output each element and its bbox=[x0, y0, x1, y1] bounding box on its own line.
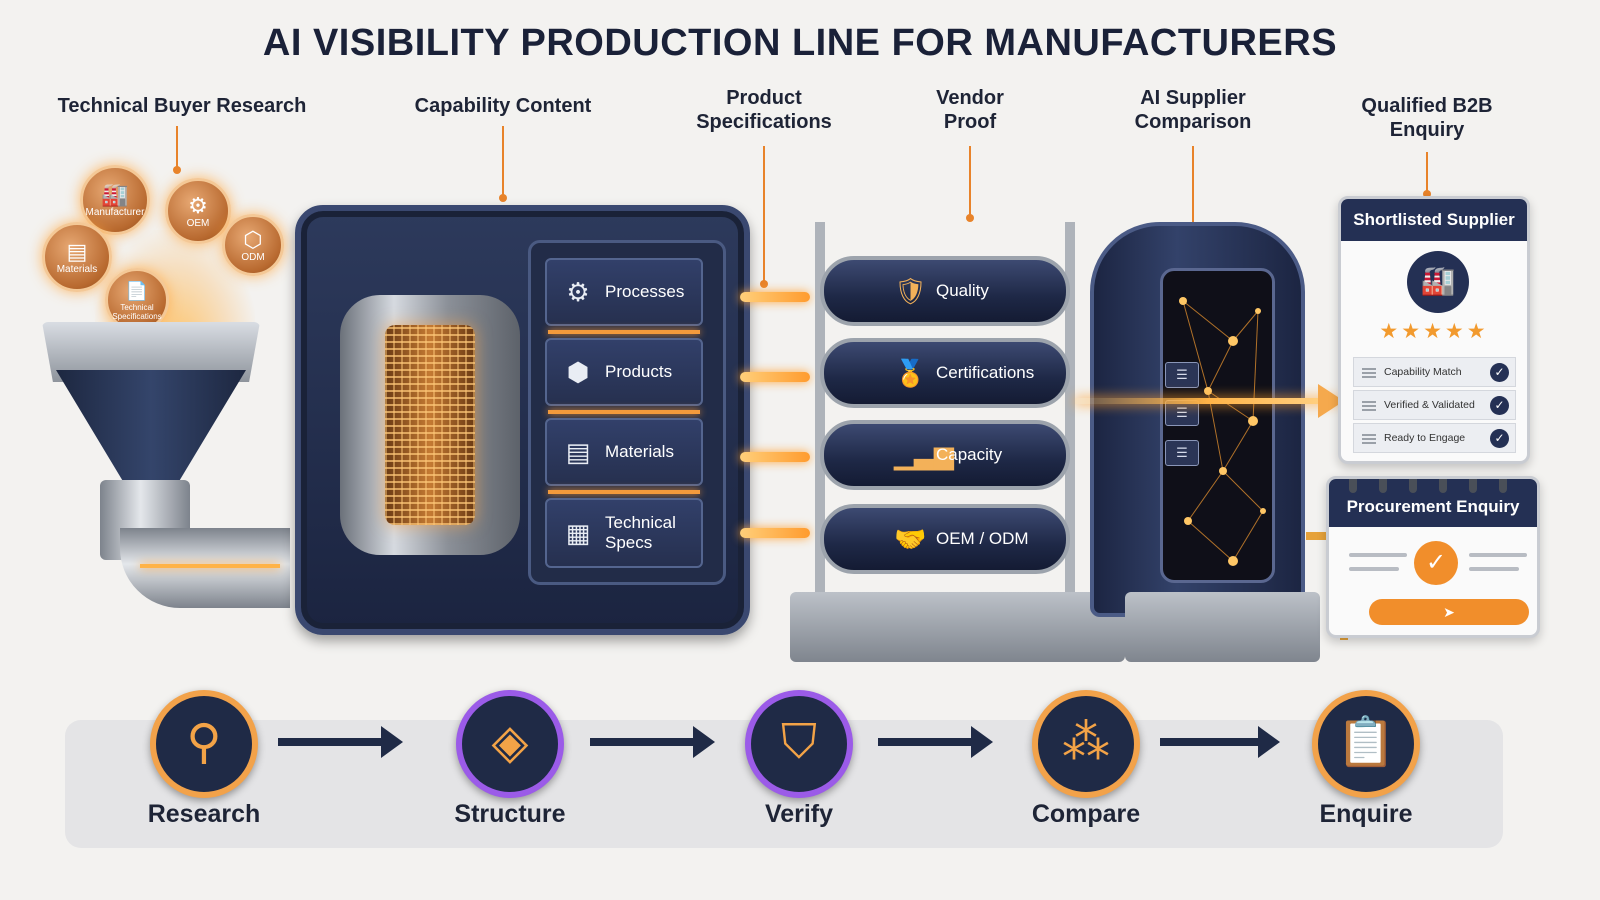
step-label-verify: Verify bbox=[699, 800, 899, 829]
stage-label-ai-comparison: AI Supplier Comparison bbox=[1135, 86, 1252, 134]
page-title: AI VISIBILITY PRODUCTION LINE FOR MANUFA… bbox=[0, 22, 1600, 65]
form-line bbox=[1469, 567, 1519, 571]
leader-line bbox=[502, 126, 504, 198]
send-enquiry-button[interactable]: ➤ bbox=[1369, 599, 1529, 625]
stage-label-specifications: Product Specifications bbox=[696, 86, 832, 134]
leader-line bbox=[969, 146, 971, 218]
step-arrow bbox=[278, 738, 383, 746]
content-panel-products: ⬢ Products bbox=[545, 338, 703, 406]
proof-cylinder-quality: 🛡 Quality bbox=[820, 256, 1070, 326]
check-row-ready-to-engage: Ready to Engage ✓ bbox=[1353, 423, 1516, 453]
check-icon: ✓ bbox=[1490, 396, 1509, 415]
step-arrow bbox=[878, 738, 973, 746]
proof-cylinder-oem-odm: 🤝 OEM / ODM bbox=[820, 504, 1070, 574]
procurement-enquiry-card: Procurement Enquiry ✓ ➤ bbox=[1326, 476, 1540, 638]
data-connector bbox=[740, 372, 810, 382]
form-line bbox=[1469, 553, 1527, 557]
step-label-compare: Compare bbox=[986, 800, 1186, 829]
bar-chart-icon: ▁▃▆ bbox=[894, 440, 924, 471]
binder-ring bbox=[1379, 476, 1387, 493]
step-research-badge: ⚲ bbox=[150, 690, 258, 798]
factory-icon: 🏭 bbox=[1407, 251, 1469, 313]
supplier-profile-icon: ☰ bbox=[1165, 440, 1199, 466]
leader-line bbox=[1426, 152, 1428, 194]
check-icon: ✓ bbox=[1490, 429, 1509, 448]
step-verify-badge: ⛉ bbox=[745, 690, 853, 798]
supplier-card-title: Shortlisted Supplier bbox=[1341, 199, 1527, 241]
panel-glow-divider bbox=[548, 330, 700, 334]
step-arrow bbox=[590, 738, 695, 746]
binder-ring bbox=[1349, 476, 1357, 493]
rating-stars: ★★★★★ bbox=[1341, 319, 1527, 344]
panel-glow-divider bbox=[548, 410, 700, 414]
document-icon: 📄 bbox=[126, 279, 148, 303]
material-blocks-icon: ▤ bbox=[67, 240, 88, 264]
layers-icon: ◈ bbox=[492, 716, 529, 769]
content-panel-materials: ▤ Materials bbox=[545, 418, 703, 486]
step-label-structure: Structure bbox=[410, 800, 610, 829]
shield-check-icon: 🛡 bbox=[894, 276, 924, 307]
server-base bbox=[1125, 592, 1320, 662]
input-bubble-materials: ▤ Materials bbox=[42, 222, 112, 292]
proof-cylinder-certifications: 🏅 Certifications bbox=[820, 338, 1070, 408]
form-line bbox=[1349, 567, 1399, 571]
factory-icon: 🏭 bbox=[101, 183, 128, 207]
send-icon: ➤ bbox=[1443, 604, 1455, 620]
stage-label-capability: Capability Content bbox=[415, 94, 592, 118]
content-panel-technical-specs: ▦ Technical Specs bbox=[545, 498, 703, 568]
leader-line bbox=[176, 126, 178, 170]
binder-ring bbox=[1469, 476, 1477, 493]
step-compare-badge: ⁂ bbox=[1032, 690, 1140, 798]
shield-check-icon: ⛉ bbox=[781, 716, 817, 769]
step-structure-badge: ◈ bbox=[456, 690, 564, 798]
rack-base bbox=[790, 592, 1125, 662]
step-arrow bbox=[1160, 738, 1260, 746]
neural-network-graphic bbox=[1163, 271, 1275, 583]
check-row-capability-match: Capability Match ✓ bbox=[1353, 357, 1516, 387]
step-enquire-badge: 📋 bbox=[1312, 690, 1420, 798]
stage-label-research: Technical Buyer Research bbox=[58, 94, 307, 118]
document-icon: ▦ bbox=[563, 523, 593, 543]
binder-ring bbox=[1439, 476, 1447, 493]
clipboard-pen-icon: 📋 bbox=[1336, 716, 1396, 769]
pipe-flow-glow bbox=[140, 564, 280, 568]
step-label-research: Research bbox=[104, 800, 304, 829]
network-nodes-icon: ⁂ bbox=[1062, 716, 1110, 769]
gear-icon: ⚙ bbox=[188, 194, 208, 218]
proof-cylinder-capacity: ▁▃▆ Capacity bbox=[820, 420, 1070, 490]
step-label-enquire: Enquire bbox=[1266, 800, 1466, 829]
check-icon: ✓ bbox=[1414, 541, 1458, 585]
panel-glow-divider bbox=[548, 490, 700, 494]
gears-icon: ⚙ bbox=[563, 282, 593, 302]
intake-pipe-bend bbox=[120, 528, 290, 608]
award-badge-icon: 🏅 bbox=[894, 358, 924, 389]
magnifier-icon: ⚲ bbox=[186, 716, 221, 769]
cube-icon: ⬡ bbox=[243, 228, 262, 252]
check-icon: ✓ bbox=[1490, 363, 1509, 382]
input-bubble-odm: ⬡ ODM bbox=[222, 214, 284, 276]
leader-line bbox=[763, 146, 765, 284]
binder-ring bbox=[1409, 476, 1417, 493]
processing-drum-core bbox=[385, 325, 475, 525]
cube-icon: ⬢ bbox=[563, 362, 593, 382]
form-line bbox=[1349, 553, 1407, 557]
data-connector bbox=[740, 528, 810, 538]
binder-ring bbox=[1499, 476, 1507, 493]
stage-label-b2b-enquiry: Qualified B2B Enquiry bbox=[1361, 94, 1492, 142]
data-connector bbox=[740, 292, 810, 302]
output-beam bbox=[1075, 398, 1340, 404]
leader-line bbox=[1192, 146, 1194, 234]
check-row-verified: Verified & Validated ✓ bbox=[1353, 390, 1516, 420]
handshake-icon: 🤝 bbox=[894, 524, 924, 555]
funnel-cone bbox=[56, 370, 246, 490]
supplier-profile-icon: ☰ bbox=[1165, 362, 1199, 388]
shortlisted-supplier-card: Shortlisted Supplier 🏭 ★★★★★ Capability … bbox=[1338, 196, 1530, 464]
material-blocks-icon: ▤ bbox=[563, 442, 593, 462]
content-panel-processes: ⚙ Processes bbox=[545, 258, 703, 326]
input-bubble-oem: ⚙ OEM bbox=[165, 178, 231, 244]
data-connector bbox=[740, 452, 810, 462]
stage-label-vendor-proof: Vendor Proof bbox=[936, 86, 1004, 134]
